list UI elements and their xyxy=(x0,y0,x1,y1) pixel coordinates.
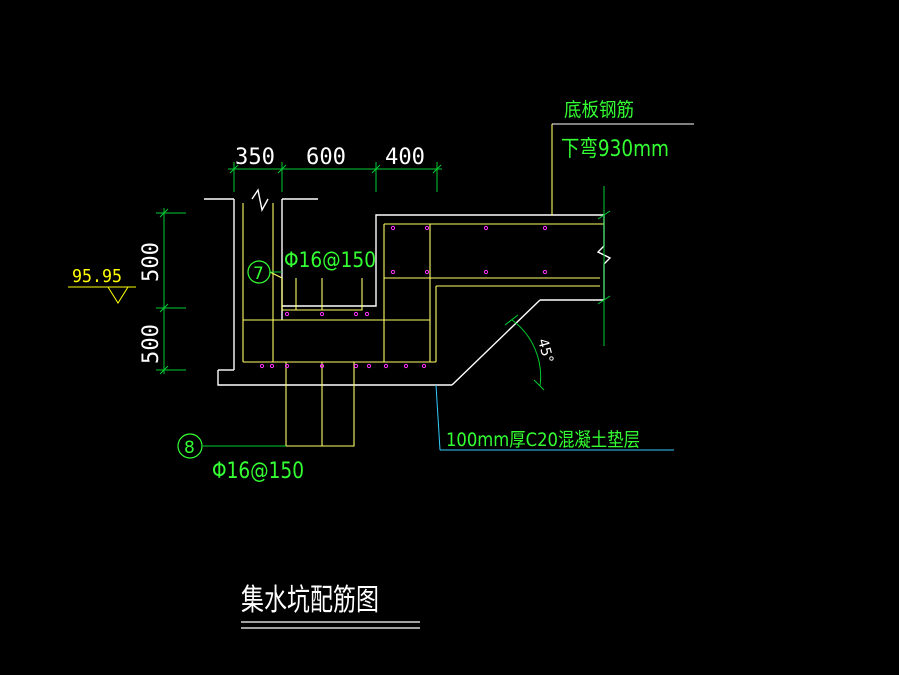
cushion-label: 100mm厚C20混凝土垫层 xyxy=(446,429,640,451)
bar8-spec: Φ16@150 xyxy=(212,459,304,484)
bottom-rebar-title: 底板钢筋 xyxy=(564,99,634,121)
rebar-dots xyxy=(259,225,548,369)
bar7-id: 7 xyxy=(253,264,264,284)
angle-label: 45° xyxy=(534,337,556,365)
dim-350-label: 350 xyxy=(235,145,275,170)
bar7-spec: Φ16@150 xyxy=(284,248,376,272)
rebar-lines xyxy=(242,124,604,447)
bar8-circle xyxy=(177,433,203,459)
cushion-leader xyxy=(435,384,674,451)
bar8-id: 8 xyxy=(184,438,195,458)
dimension-lines xyxy=(156,162,611,447)
drawing-title: 集水坑配筋图 xyxy=(241,583,379,618)
dim-500-top-label: 500 xyxy=(139,242,164,282)
elevation-label: 95.95 xyxy=(72,266,122,287)
bar7-circle xyxy=(247,260,271,284)
dim-400-label: 400 xyxy=(385,145,425,170)
dim-500-bottom-label: 500 xyxy=(139,324,164,364)
dim-600-label: 600 xyxy=(306,145,346,170)
elevation-marker xyxy=(68,286,136,304)
bottom-rebar-note: 下弯930mm xyxy=(561,137,669,162)
